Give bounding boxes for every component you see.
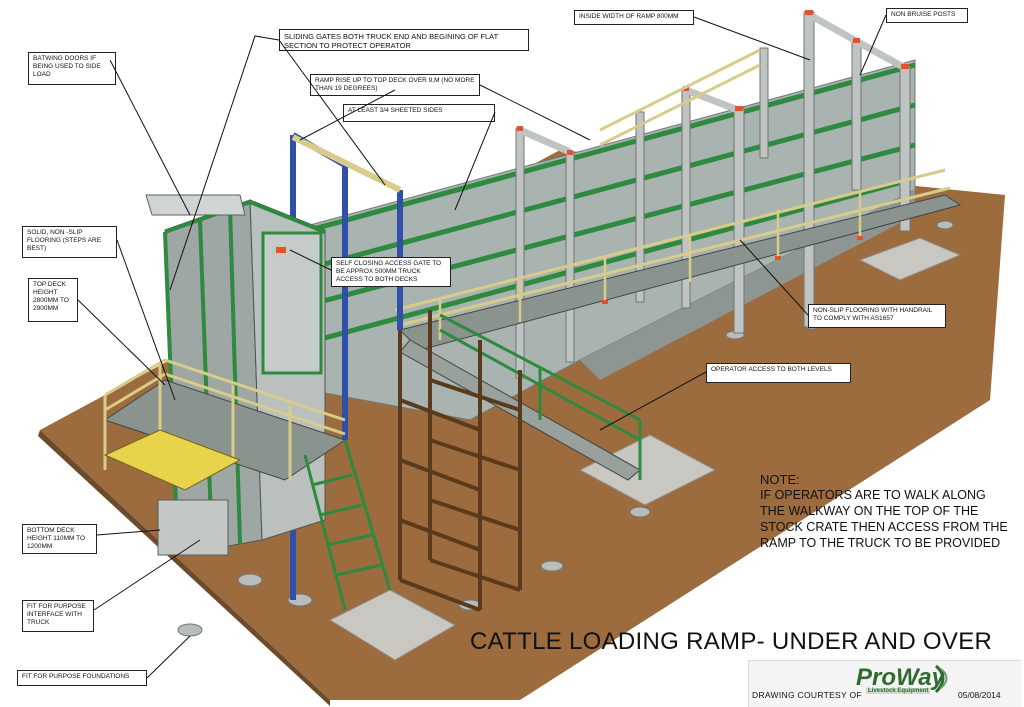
gate-red-latch (276, 247, 286, 253)
callout-non-bruise-posts: NON BRUISE POSTS (886, 8, 968, 23)
callout-operator-access: OPERATOR ACCESS TO BOTH LEVELS (706, 363, 851, 383)
note-body: IF OPERATORS ARE TO WALK ALONG THE WALKW… (760, 488, 1008, 550)
bottom-deck-base (103, 429, 242, 491)
concrete-pad-front (328, 589, 457, 661)
walkway-handrail (394, 168, 951, 327)
callout-bottom-deck-height: BOTTOM DECK HEIGHT 110mm TO 1200mm (22, 524, 97, 554)
proway-logo: ProWay (856, 664, 945, 691)
truck-interface-block (157, 499, 229, 556)
upper-handrail (599, 48, 761, 147)
callout-batwing-doors: BATWING DOORS IF BEING USED TO SIDE LOAD (28, 52, 116, 85)
brown-access-tower (398, 310, 522, 612)
callout-inside-width: INSIDE WIDTH OF RAMP 800MM (574, 10, 694, 25)
callout-non-slip-handrail: NON-SLIP FLOORING WITH HANDRAIL TO COMPL… (808, 304, 946, 328)
walkway-stanchions (438, 190, 862, 340)
ramp-posts (515, 11, 911, 379)
callout-ramp-rise: RAMP RISE UP TO TOP DECK OVER 9,M (NO MO… (310, 74, 480, 96)
callout-sheeted-sides: AT LEAST 3/4 SHEETED SIDES (343, 104, 495, 122)
drawing-title: CATTLE LOADING RAMP- UNDER AND OVER (470, 628, 993, 655)
callout-truck-interface: FIT FOR PURPOSE INTERFACE WITH TRUCK (22, 600, 94, 632)
callout-self-closing-gate: SELF CLOSING ACCESS GATE TO BE APPROX 50… (331, 257, 451, 287)
concrete-pad-rear (858, 237, 962, 281)
proway-logo-subtitle: Livestock Equipment (866, 688, 931, 694)
credit-block (748, 660, 1021, 707)
self-closing-gate (261, 231, 323, 375)
credit-text: DRAWING COURTESY OF (752, 690, 862, 700)
callout-top-deck-height: TOP DECK HEIGHT 2800MM TO 2900MM (28, 278, 78, 322)
callout-foundations: FIT FOR PURPOSE FOUNDATIONS (17, 670, 147, 686)
concrete-pad-mid (578, 434, 717, 506)
logo-swoosh-icon (934, 664, 948, 694)
ground-access-stair (303, 439, 392, 611)
batwing-door (145, 194, 246, 216)
note-title: NOTE: (760, 472, 800, 487)
callout-solid-flooring: SOLID, NON -SLIP FLOORING (STEPS ARE BES… (22, 226, 117, 258)
drawing-date: 05/08/2014 (958, 690, 1001, 700)
callout-sliding-gates: SLIDING GATES BOTH TRUCK END AND BEGININ… (279, 29, 529, 51)
